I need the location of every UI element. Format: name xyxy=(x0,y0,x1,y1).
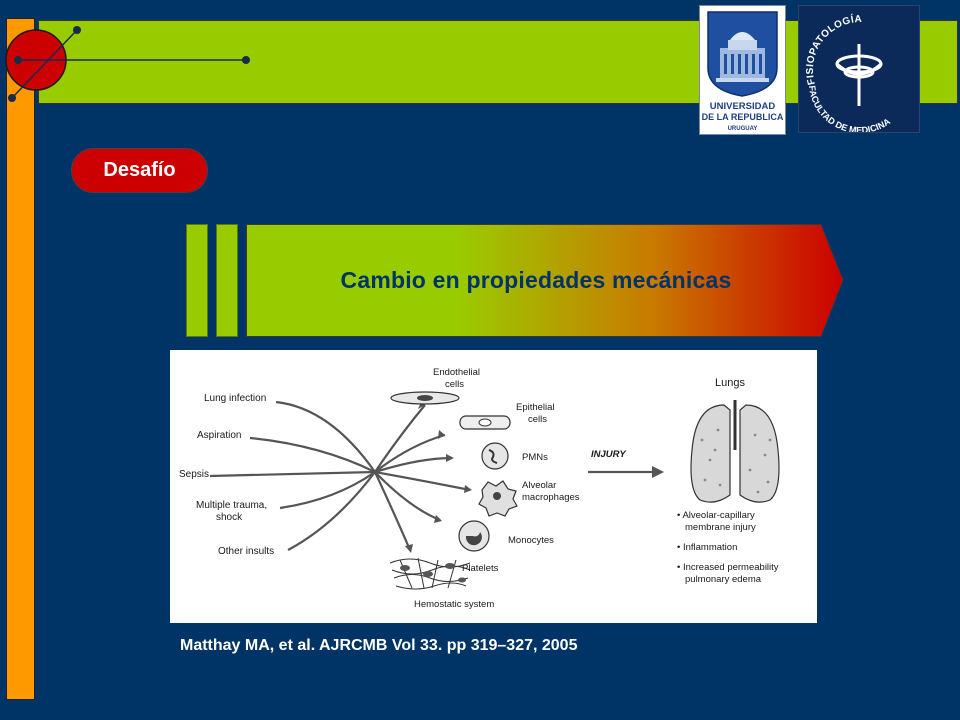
label-epithelial-cells: cells xyxy=(528,414,547,425)
label-lungs: Lungs xyxy=(715,377,745,389)
label-hemostatic-system: Hemostatic system xyxy=(414,599,494,610)
fisiopatologia-logo: FISIOPATOLOGÍA FACULTAD DE MEDICINA xyxy=(798,5,920,135)
outcome-alveolar-capillary: • Alveolar-capillary xyxy=(677,510,755,521)
lungs-icon xyxy=(690,400,780,503)
label-endothelial-cells: cells xyxy=(445,379,464,390)
fisio-arc-bottom: FACULTAD DE MEDICINA xyxy=(807,85,892,135)
monocyte-cell-icon xyxy=(458,520,490,552)
label-macrophages: macrophages xyxy=(522,492,580,503)
title-stripe-left xyxy=(186,224,208,337)
slide-title: Cambio en propiedades mecánicas xyxy=(340,267,732,293)
left-accent-bar xyxy=(6,18,35,700)
cause-shock: shock xyxy=(216,512,243,523)
decorative-circle-graphic xyxy=(5,26,250,102)
label-endothelial: Endothelial xyxy=(433,367,480,378)
outcome-inflammation: • Inflammation xyxy=(677,542,737,553)
injury-arrow-icon xyxy=(652,466,664,478)
pathogenesis-figure: Lung infection Aspiration Sepsis Multipl… xyxy=(170,350,817,623)
udelar-line2: DE LA REPUBLICA xyxy=(702,112,784,122)
universidad-logo: UNIVERSIDAD DE LA REPUBLICA URUGUAY xyxy=(699,5,786,135)
challenge-badge: Desafío xyxy=(71,148,208,193)
outcome-increased-permeability: • Increased permeability xyxy=(677,562,779,573)
converging-arrows xyxy=(209,400,471,551)
outcome-membrane-injury: membrane injury xyxy=(685,522,756,533)
title-arrow-shape xyxy=(246,224,844,337)
cause-lung-infection: Lung infection xyxy=(204,393,266,404)
udelar-line1: UNIVERSIDAD xyxy=(710,101,776,112)
label-platelets: Platelets xyxy=(462,563,499,574)
title-stripe-right xyxy=(216,224,238,337)
outcome-pulmonary-edema: pulmonary edema xyxy=(685,574,762,585)
cause-aspiration: Aspiration xyxy=(197,430,241,441)
cause-multiple-trauma: Multiple trauma, xyxy=(196,500,267,511)
caduceus-icon xyxy=(835,44,883,106)
label-injury: INJURY xyxy=(591,449,627,460)
pmn-cell-icon xyxy=(481,442,509,470)
udelar-line3: URUGUAY xyxy=(728,126,758,132)
label-epithelial: Epithelial xyxy=(516,402,555,413)
svg-text:FACULTAD DE MEDICINA: FACULTAD DE MEDICINA xyxy=(807,85,892,132)
label-alveolar: Alveolar xyxy=(522,480,556,491)
cause-other-insults: Other insults xyxy=(218,546,274,557)
hemostatic-mesh-icon xyxy=(389,557,471,590)
label-pmns: PMNs xyxy=(522,452,548,463)
citation: Matthay MA, et al. AJRCMB Vol 33. pp 319… xyxy=(180,637,578,654)
label-monocytes: Monocytes xyxy=(508,535,554,546)
cause-sepsis: Sepsis xyxy=(179,469,209,480)
